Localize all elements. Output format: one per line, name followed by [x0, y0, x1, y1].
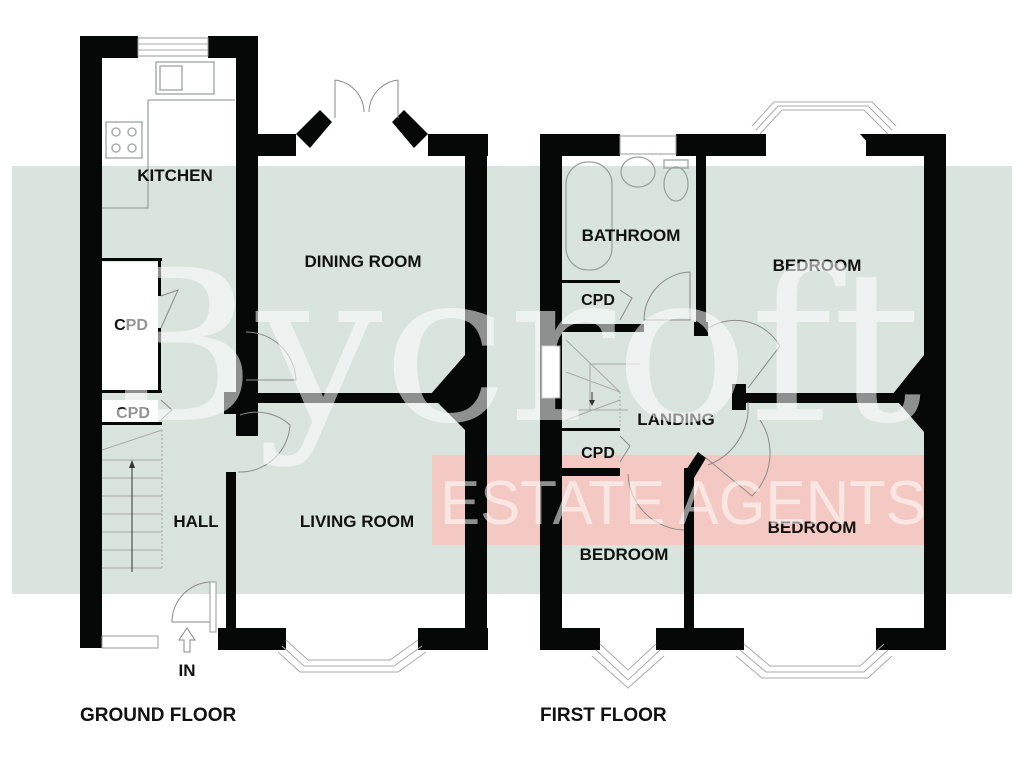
room-label-bedroom: BEDROOM	[773, 256, 862, 275]
room-label-cupboard: CPD	[581, 292, 615, 309]
room-label-living-room: LIVING ROOM	[300, 512, 414, 531]
entrance-label: IN	[179, 661, 196, 680]
room-label-hall: HALL	[173, 512, 218, 531]
first-floor-plan: BATHROOM BEDROOM CPD LANDING CPD BEDROOM…	[540, 101, 946, 726]
room-label-bedroom: BEDROOM	[768, 518, 857, 537]
ground-floor-plan: KITCHEN DINING ROOM CPD CPD HALL LIVING …	[80, 36, 488, 726]
room-label-cupboard: CPD	[116, 405, 150, 422]
watermark-subtitle: ESTATE AGENTS	[440, 469, 926, 538]
room-label-cupboard: CPD	[114, 317, 148, 334]
first-floor-title: FIRST FLOOR	[540, 705, 667, 726]
watermark-brand: Bycroft	[92, 225, 922, 470]
room-label-dining-room: DINING ROOM	[304, 252, 421, 271]
stairs-icon	[565, 339, 640, 428]
entrance-arrow-icon	[178, 627, 196, 653]
room-label-cupboard: CPD	[581, 445, 615, 462]
toilet-icon	[663, 166, 689, 202]
hob-icon	[105, 121, 143, 159]
room-label-bathroom: BATHROOM	[582, 226, 681, 245]
room-label-bedroom: BEDROOM	[580, 545, 669, 564]
room-label-landing: LANDING	[637, 410, 714, 429]
bathtub-icon	[565, 161, 613, 271]
ground-floor-title: GROUND FLOOR	[80, 705, 236, 726]
washbasin-icon	[620, 156, 656, 188]
room-label-kitchen: KITCHEN	[137, 166, 213, 185]
sink-icon	[155, 61, 215, 95]
stairs-icon	[101, 429, 163, 572]
